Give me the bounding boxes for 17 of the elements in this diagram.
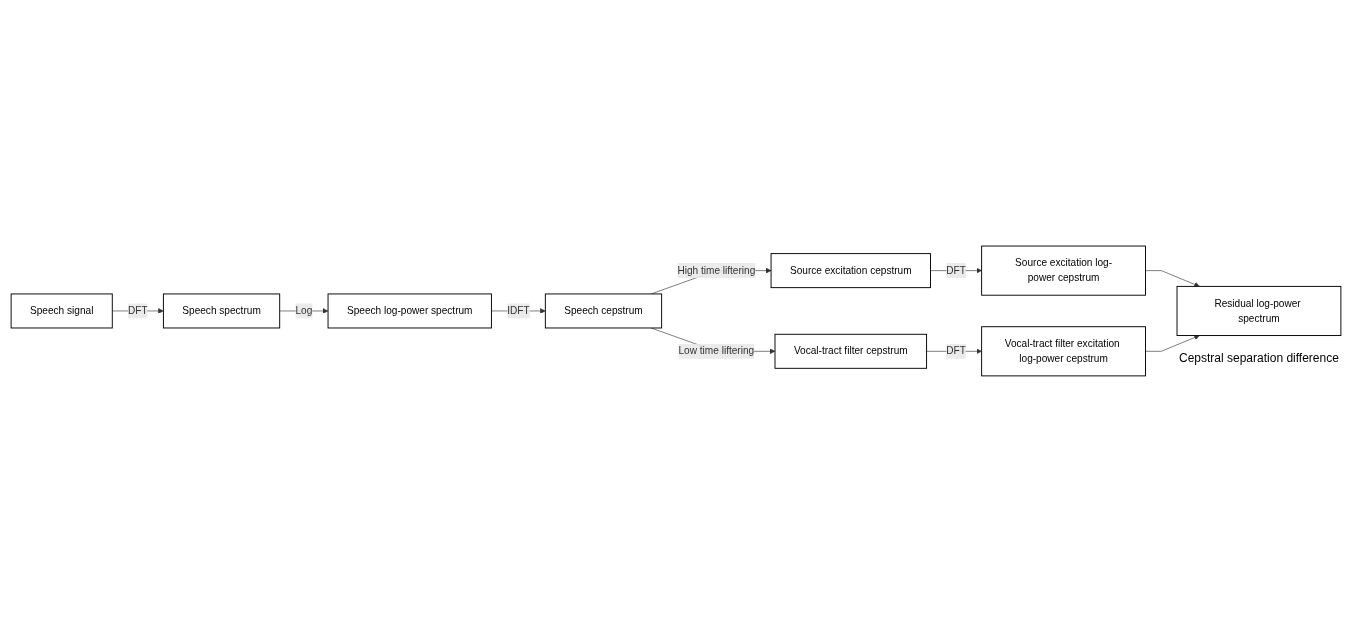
node-box: Vocal-tract filter cepstrum [774,333,928,369]
node-box: Vocal-tract filter excitation log-power cepstrum [981,325,1146,376]
node-box: Speech spectrum [162,293,281,328]
edge-label: DFT [128,304,148,316]
node-box: Speech signal [10,293,113,328]
edge-label: DFT [946,264,966,276]
node-box: Speech cepstrum [544,293,663,328]
node-caption: Cepstral separation difference [1177,351,1341,366]
node-box: Speech log-power spectrum [327,293,492,328]
edge-label: IDFT [507,304,530,316]
edge-label: DFT [946,345,966,356]
edge-label: High time liftering [677,264,756,276]
node-box: Source excitation log-power cepstrum [981,245,1146,296]
edge-label: Low time liftering [678,345,755,356]
edge-label: Log [295,304,313,316]
node-box: Source excitation cepstrum [770,252,931,288]
node-box: Residual log-power spectrum [1176,285,1342,336]
